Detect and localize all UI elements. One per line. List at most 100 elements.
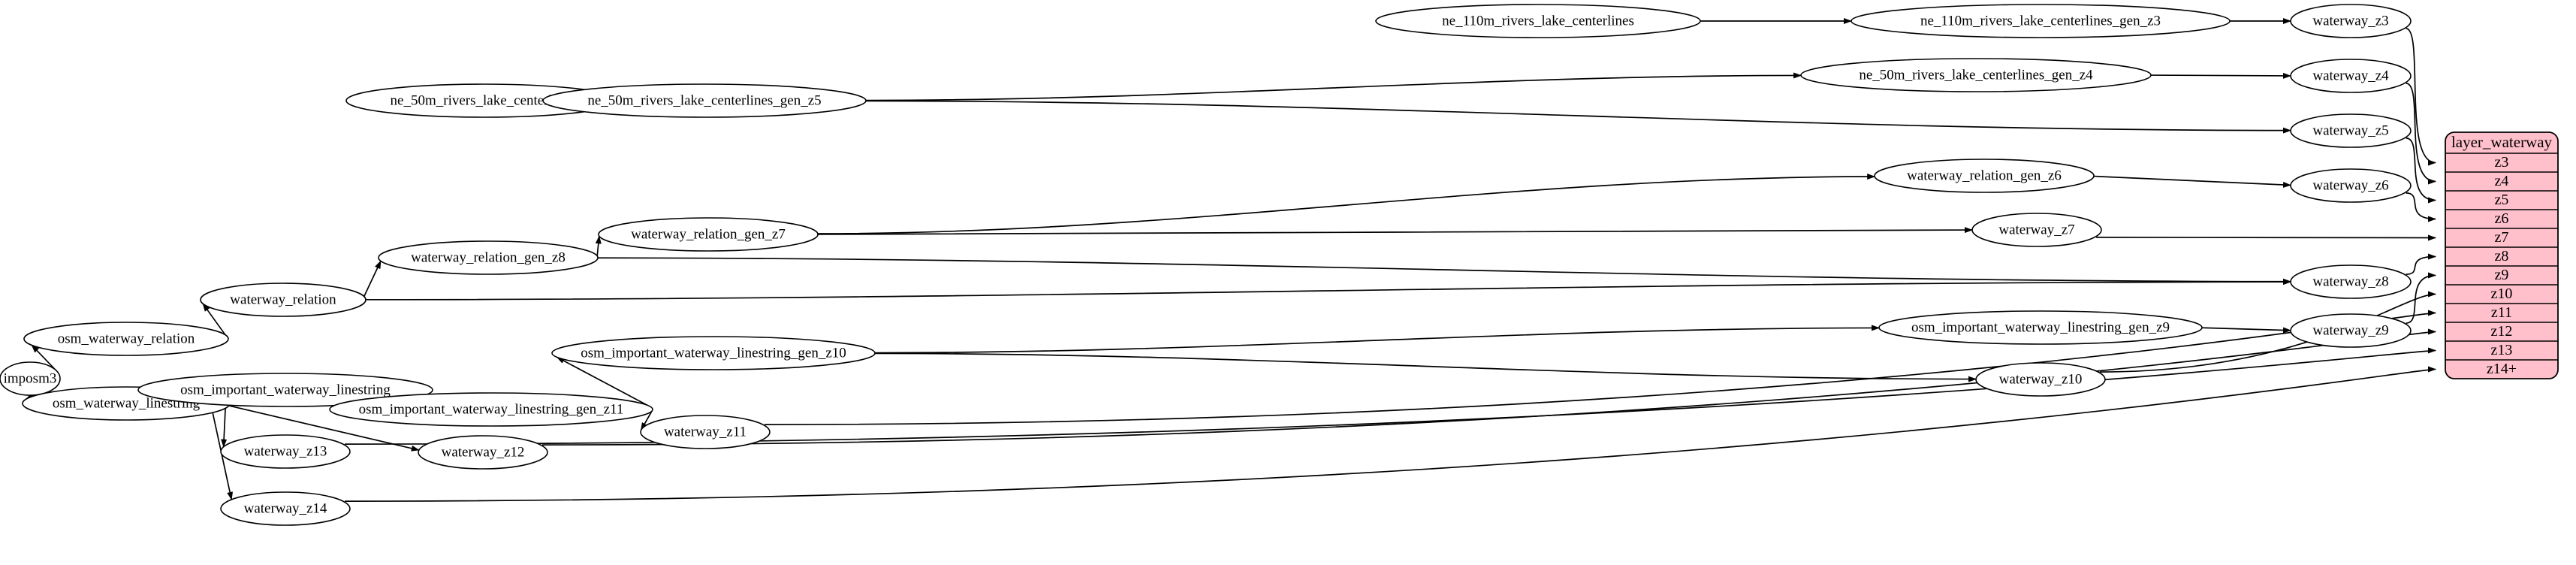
table-background	[2445, 131, 2559, 379]
graph-node-ne_110m_rivers_lake_centerlines_gen_z3[interactable]: ne_110m_rivers_lake_centerlines_gen_z3	[1851, 4, 2231, 38]
graph-node-waterway_relation_gen_z8[interactable]: waterway_relation_gen_z8	[378, 240, 599, 275]
node-label-waterway_relation: waterway_relation	[230, 292, 336, 307]
graph-node-waterway_z6[interactable]: waterway_z6	[2290, 168, 2412, 203]
table-row-z6[interactable]: z6	[2495, 210, 2509, 227]
graph-node-waterway_z5[interactable]: waterway_z5	[2290, 113, 2412, 148]
edge-waterway_z6-to-layer_waterway-z6	[2406, 192, 2436, 222]
graph-node-osm_important_waterway_linestring_gen_z9[interactable]: osm_important_waterway_linestring_gen_z9	[1878, 310, 2203, 345]
node-ellipse-ne_110m_rivers_lake_centerlines_gen_z3	[1851, 4, 2231, 38]
edge-waterway_relation-to-waterway_relation_gen_z8	[363, 260, 382, 297]
graph-node-waterway_z7[interactable]: waterway_z7	[1971, 213, 2102, 247]
edge-waterway_z5-to-layer_waterway-z5	[2406, 137, 2436, 204]
node-ellipse-waterway_z5	[2290, 113, 2412, 148]
graph-node-waterway_z12[interactable]: waterway_z12	[418, 435, 548, 470]
node-label-ne_50m_rivers_lake_centerlines_gen_z5: ne_50m_rivers_lake_centerlines_gen_z5	[587, 92, 821, 108]
edge-osm_important_waterway_linestring_gen_z11-to-osm_important_waterway_linestring_gen_z10	[556, 356, 648, 406]
table-row-z12[interactable]: z12	[2491, 323, 2513, 340]
node-ellipse-waterway_relation_gen_z7	[598, 217, 819, 252]
node-label-osm_important_waterway_linestring_gen_z11: osm_important_waterway_linestring_gen_z1…	[359, 401, 624, 417]
node-label-ne_110m_rivers_lake_centerlines: ne_110m_rivers_lake_centerlines	[1442, 13, 1634, 29]
node-label-waterway_z14: waterway_z14	[244, 500, 327, 516]
edge-waterway_relation_gen_z8-to-waterway_relation_gen_z7	[595, 235, 602, 256]
table-layer-waterway[interactable]: layer_waterway z3 z4 z5 z6 z7 z8 z9 z10 z11 z12 z13…	[2445, 131, 2559, 379]
graph-node-waterway_z13[interactable]: waterway_z13	[220, 434, 351, 469]
graph-node-waterway_relation_gen_z7[interactable]: waterway_relation_gen_z7	[598, 217, 819, 252]
node-ellipse-ne_50m_rivers_lake_centerlines_gen_z4	[1800, 58, 2152, 92]
node-label-osm_important_waterway_linestring_gen_z10: osm_important_waterway_linestring_gen_z1…	[581, 345, 846, 361]
edge-waterway_relation_gen_z7-to-waterway_relation_gen_z6	[817, 174, 1876, 234]
node-label-waterway_z5: waterway_z5	[2312, 122, 2388, 138]
node-ellipse-osm_important_waterway_linestring_gen_z11	[329, 392, 653, 427]
edge-osm_waterway_linestring-to-waterway_z14	[212, 412, 234, 500]
node-label-osm_waterway_relation: osm_waterway_relation	[58, 331, 195, 346]
edge-osm_waterway_relation-to-waterway_relation	[202, 303, 226, 336]
table-row-z7[interactable]: z7	[2495, 229, 2509, 246]
node-ellipse-osm_important_waterway_linestring_gen_z10	[551, 336, 876, 370]
table-row-z14+[interactable]: z14+	[2487, 361, 2517, 377]
graph-node-osm_important_waterway_linestring_gen_z11[interactable]: osm_important_waterway_linestring_gen_z1…	[329, 392, 653, 427]
edge-osm_important_waterway_linestring_gen_z10-to-waterway_z10	[874, 352, 1977, 382]
edge-osm_important_waterway_linestring_gen_z10-to-osm_important_waterway_linestring_gen_z9	[874, 325, 1881, 354]
table-row-z13[interactable]: z13	[2491, 342, 2513, 358]
node-label-waterway_z8: waterway_z8	[2312, 273, 2388, 289]
graph-node-waterway_relation_gen_z6[interactable]: waterway_relation_gen_z6	[1874, 159, 2095, 193]
node-label-waterway_relation_gen_z6: waterway_relation_gen_z6	[1907, 168, 2062, 183]
graph-node-ne_110m_rivers_lake_centerlines[interactable]: ne_110m_rivers_lake_centerlines	[1375, 4, 1701, 38]
node-label-ne_50m_rivers_lake_centerlines: ne_50m_rivers_lake_centerlines	[391, 92, 576, 108]
table-row-z8[interactable]: z8	[2495, 248, 2509, 264]
graph-node-waterway_z8[interactable]: waterway_z8	[2290, 264, 2412, 299]
table-row-z11[interactable]: z11	[2491, 304, 2512, 321]
node-label-waterway_z13: waterway_z13	[244, 443, 327, 459]
edge-waterway_z4-to-layer_waterway-z4	[2406, 83, 2436, 185]
graph-node-waterway_z14[interactable]: waterway_z14	[220, 491, 351, 526]
table-row-z4[interactable]: z4	[2495, 173, 2509, 189]
graph-node-ne_50m_rivers_lake_centerlines[interactable]: ne_50m_rivers_lake_centerlines	[345, 83, 620, 118]
node-label-osm_important_waterway_linestring: osm_important_waterway_linestring	[180, 382, 391, 397]
graph-node-ne_50m_rivers_lake_centerlines_gen_z5[interactable]: ne_50m_rivers_lake_centerlines_gen_z5	[542, 83, 867, 118]
node-ellipse-osm_important_waterway_linestring	[137, 373, 433, 407]
node-ellipse-waterway_z3	[2290, 4, 2412, 38]
edge-waterway_z7-to-layer_waterway-z7	[2096, 234, 2436, 241]
graph-node-waterway_z11[interactable]: waterway_z11	[640, 415, 771, 449]
node-label-waterway_z12: waterway_z12	[442, 444, 525, 460]
table-title: layer_waterway	[2451, 133, 2553, 151]
node-ellipse-waterway_relation	[200, 282, 366, 317]
node-ellipse-waterway_z12	[418, 435, 548, 470]
graph-node-waterway_z4[interactable]: waterway_z4	[2290, 59, 2412, 93]
graph-node-osm_important_waterway_linestring[interactable]: osm_important_waterway_linestring	[137, 373, 433, 407]
edge-osm_waterway_linestring-to-waterway_z12	[228, 405, 420, 452]
node-label-waterway_z11: waterway_z11	[664, 424, 747, 440]
graph-node-waterway_z9[interactable]: waterway_z9	[2290, 313, 2412, 348]
node-ellipse-osm_waterway_relation	[23, 322, 229, 356]
table-row-z10[interactable]: z10	[2491, 286, 2513, 302]
node-label-ne_110m_rivers_lake_centerlines_gen_z3: ne_110m_rivers_lake_centerlines_gen_z3	[1920, 13, 2161, 29]
table-row-z9[interactable]: z9	[2495, 267, 2509, 283]
graph-node-imposm3[interactable]: imposm3	[0, 361, 61, 396]
node-label-waterway_z10: waterway_z10	[1999, 371, 2083, 387]
graph-node-waterway_z3[interactable]: waterway_z3	[2290, 4, 2412, 38]
node-ellipse-waterway_z8	[2290, 264, 2412, 299]
edge-waterway_z3-to-layer_waterway-z3	[2406, 28, 2436, 166]
edge-ne_50m_rivers_lake_centerlines_gen_z5-to-waterway_z5	[865, 100, 2292, 134]
node-ellipse-imposm3	[0, 361, 61, 396]
graph-node-osm_important_waterway_linestring_gen_z10[interactable]: osm_important_waterway_linestring_gen_z1…	[551, 336, 876, 370]
node-label-waterway_z7: waterway_z7	[1998, 222, 2074, 237]
node-ellipse-waterway_relation_gen_z6	[1874, 159, 2095, 193]
node-label-osm_important_waterway_linestring_gen_z9: osm_important_waterway_linestring_gen_z9	[1911, 319, 2170, 335]
edge-waterway_relation-to-waterway_z8	[365, 279, 2291, 301]
table-row-z5[interactable]: z5	[2495, 192, 2509, 208]
node-ellipse-waterway_relation_gen_z8	[378, 240, 599, 275]
graph-node-waterway_relation[interactable]: waterway_relation	[200, 282, 366, 317]
graph-node-osm_waterway_relation[interactable]: osm_waterway_relation	[23, 322, 229, 356]
node-ellipse-waterway_z6	[2290, 168, 2412, 203]
graph-node-ne_50m_rivers_lake_centerlines_gen_z4[interactable]: ne_50m_rivers_lake_centerlines_gen_z4	[1800, 58, 2152, 92]
node-label-waterway_z9: waterway_z9	[2312, 322, 2388, 338]
table-row-z3[interactable]: z3	[2495, 154, 2509, 171]
node-ellipse-waterway_z10	[1975, 362, 2106, 397]
graph-node-waterway_z10[interactable]: waterway_z10	[1975, 362, 2106, 397]
edge-ne_50m_rivers_lake_centerlines_gen_z5-to-ne_50m_rivers_lake_centerlines_gen_z4	[865, 72, 1802, 101]
edge-waterway_z13-to-layer_waterway-z13	[345, 347, 2436, 445]
node-label-waterway_z6: waterway_z6	[2312, 177, 2388, 193]
